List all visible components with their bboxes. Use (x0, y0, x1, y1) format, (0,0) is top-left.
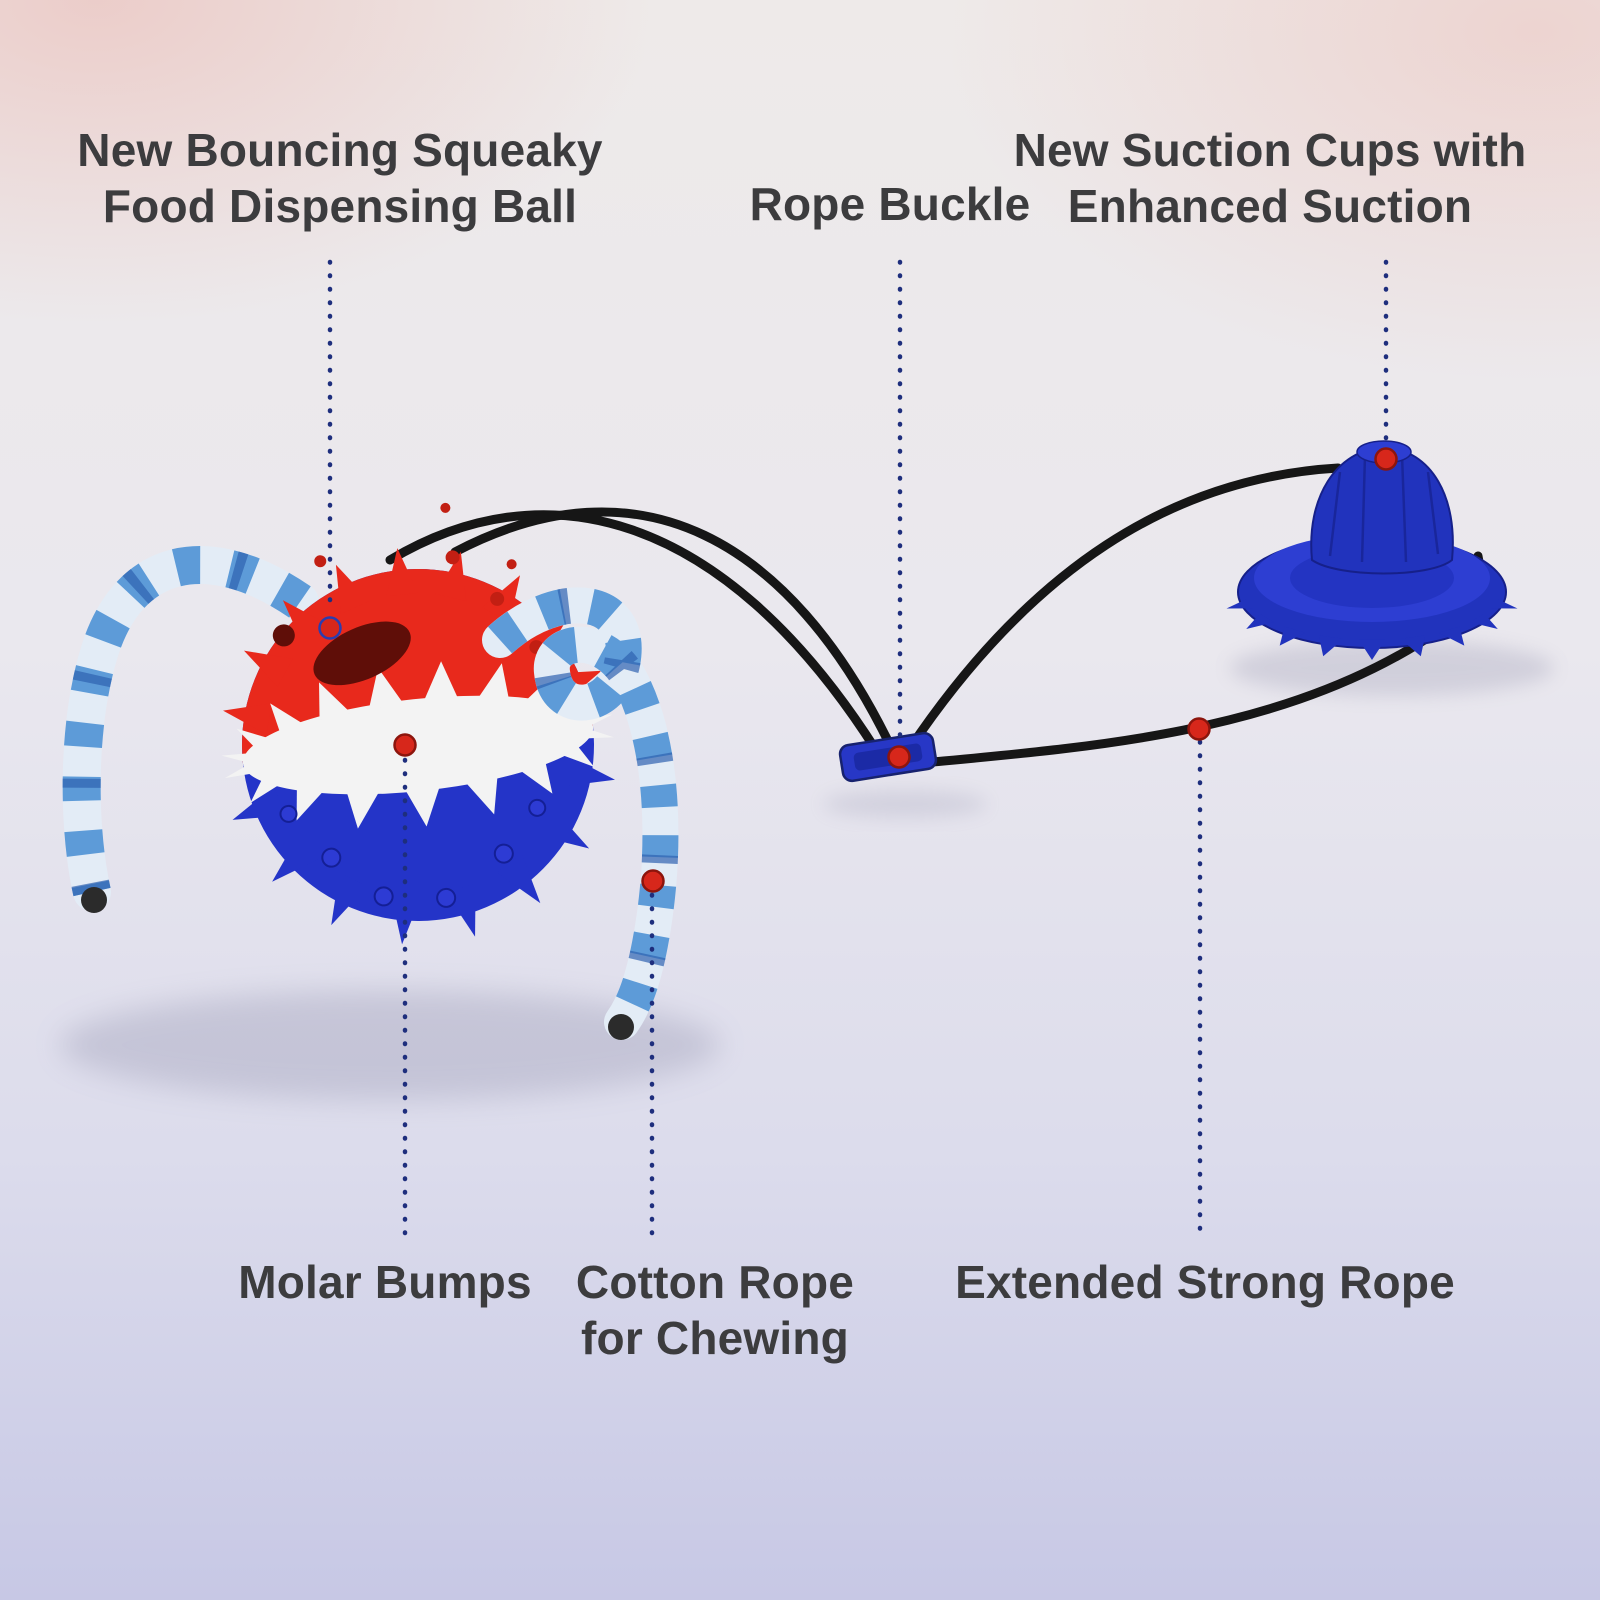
spike (584, 729, 614, 739)
marker-dot-ball (318, 616, 342, 640)
elastic-rope-strand (450, 507, 895, 750)
dome-ridges (1328, 454, 1440, 563)
spike (250, 778, 281, 803)
spike (243, 650, 293, 687)
food-hole (313, 621, 411, 686)
suction-cup (1226, 440, 1518, 660)
spike (518, 760, 553, 794)
leader-lines (327, 259, 1389, 1241)
marker-dot-suction (1374, 447, 1398, 471)
spike (1490, 598, 1518, 609)
spike (435, 551, 467, 601)
spike (232, 786, 286, 820)
spike (560, 744, 595, 767)
spike (477, 663, 510, 701)
ball-red-spikes (223, 548, 602, 735)
marker-dot-buckle (887, 745, 911, 769)
callout-molar-bumps: Molar Bumps (238, 1256, 532, 1308)
suction-cup-scallops (1226, 598, 1518, 660)
elastic-rope-strand (385, 510, 881, 755)
spike (272, 835, 320, 882)
marker-dot-extended (1187, 717, 1211, 741)
spike (1469, 613, 1498, 629)
spike (224, 765, 254, 779)
molar-band (242, 695, 594, 795)
rope-tip (81, 887, 107, 913)
suction-cup-shadow (1230, 640, 1554, 696)
callout-rope-buckle: Rope Buckle (749, 178, 1031, 230)
spike (1438, 626, 1465, 646)
buckle-shadow (823, 790, 987, 818)
spike (1226, 598, 1254, 609)
spike (522, 616, 569, 659)
spike (386, 548, 419, 597)
blue-bumps (279, 798, 547, 908)
spike (270, 703, 305, 734)
callout-suction-cups: New Suction Cups with Enhanced Suction (1013, 124, 1527, 233)
food-dispensing-ball (221, 502, 616, 945)
cotton-rope-right (482, 587, 679, 1040)
spike (335, 564, 370, 615)
spike (1400, 635, 1426, 657)
red-bumps (314, 502, 544, 655)
spike (296, 786, 325, 821)
elastic-rope-strand (905, 463, 1343, 753)
marker-dots (318, 447, 1398, 893)
spike (464, 774, 498, 815)
spike (221, 753, 251, 763)
spike (423, 661, 459, 703)
spike (368, 667, 404, 710)
ball-shadow (60, 990, 720, 1100)
spike (319, 682, 351, 721)
marker-dot-cotton (641, 869, 665, 893)
molar-band-spikes-bottom (224, 729, 614, 829)
spike (537, 808, 590, 849)
spike (390, 892, 422, 945)
callout-extended-rope: Extended Strong Rope (955, 1256, 1455, 1308)
cotton-rope-left (62, 546, 319, 913)
rope-tip (608, 1014, 634, 1040)
spike (562, 755, 616, 787)
food-hole-small (272, 624, 295, 647)
spike (223, 703, 272, 735)
spike (1318, 635, 1344, 657)
spike (346, 789, 381, 829)
spike (331, 872, 368, 926)
spike (236, 728, 270, 749)
spike (496, 853, 541, 904)
suction-cup-dome (1310, 445, 1454, 575)
spike (1279, 626, 1306, 646)
spike (282, 600, 327, 646)
marker-dot-molar (393, 733, 417, 757)
callout-cotton-rope: Cotton Rope for Chewing (575, 1256, 855, 1365)
callout-dispensing-ball: New Bouncing Squeaky Food Dispensing Bal… (77, 124, 603, 233)
spike (404, 784, 441, 827)
spike (1358, 639, 1386, 660)
spike (1246, 613, 1275, 629)
